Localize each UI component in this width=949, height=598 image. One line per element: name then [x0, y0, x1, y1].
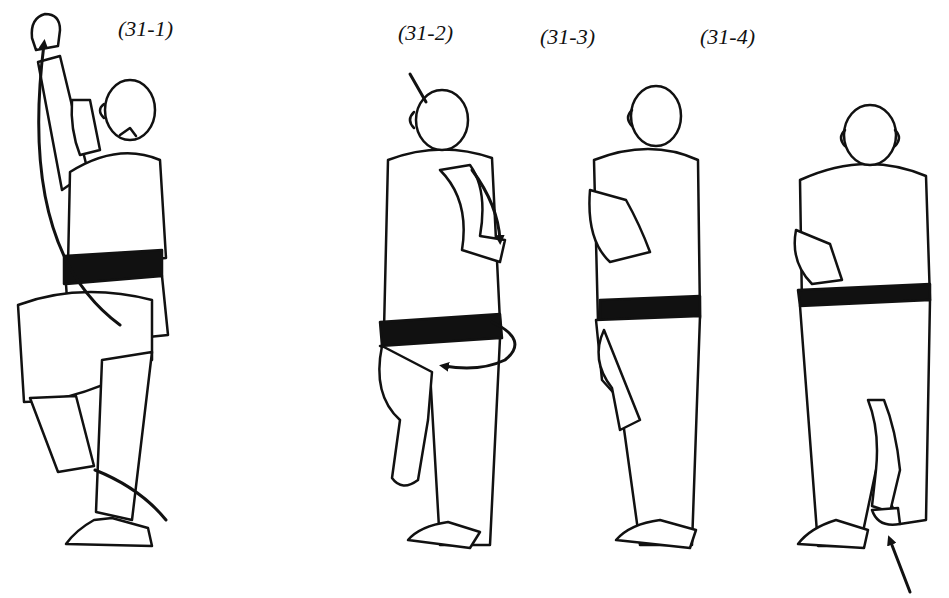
figure-back-turn: [589, 86, 700, 548]
figure-back-kick: [795, 105, 930, 592]
figure-number: (31-4): [700, 26, 755, 48]
figure-raised-knee-block: [18, 14, 168, 546]
figure-number: (31-2): [398, 22, 453, 44]
figure-number: (31-1): [118, 18, 173, 40]
figure-number: (31-3): [540, 26, 595, 48]
figure-side-turn: [379, 74, 515, 548]
